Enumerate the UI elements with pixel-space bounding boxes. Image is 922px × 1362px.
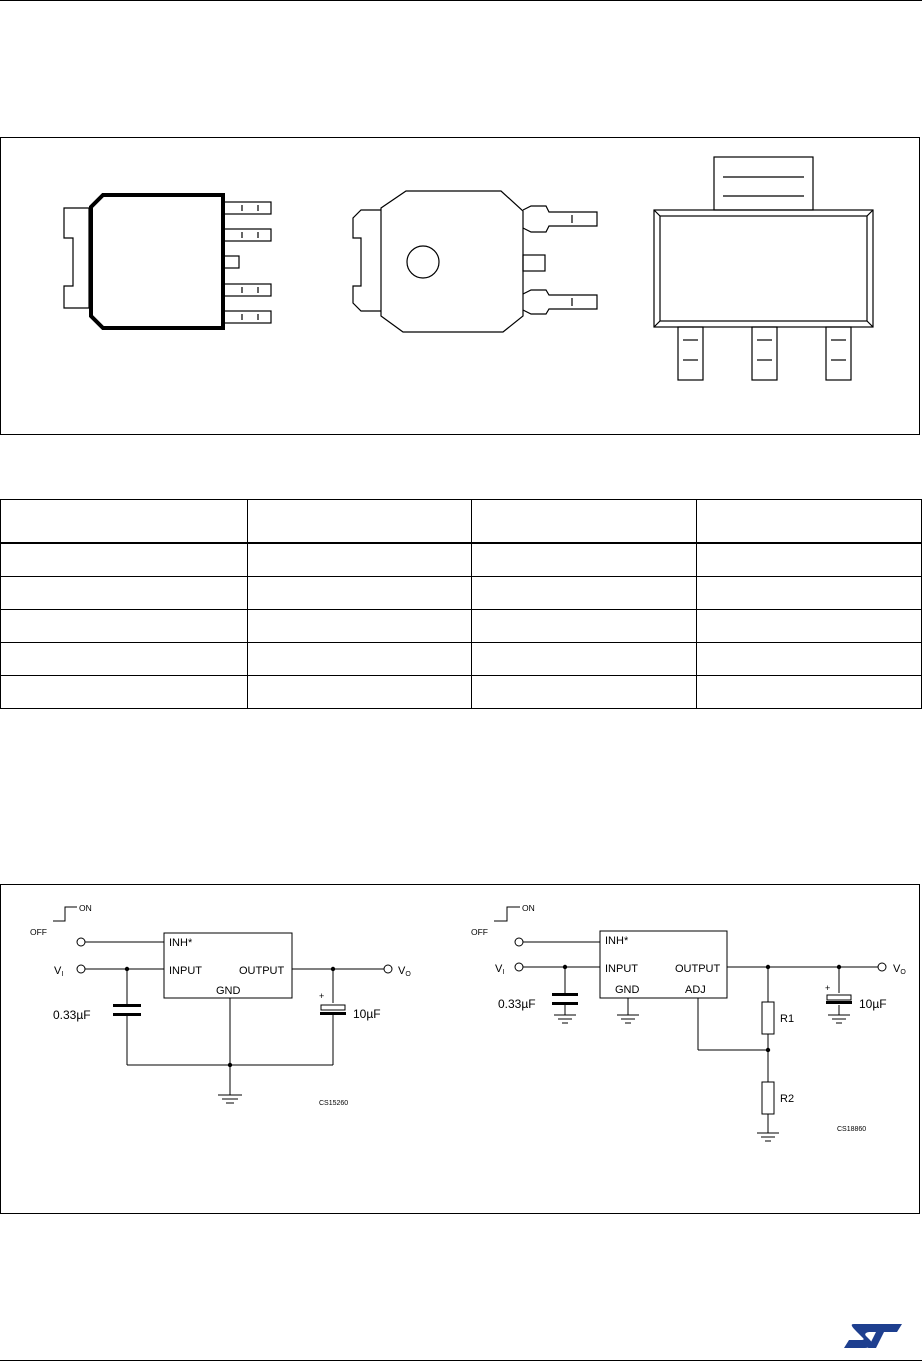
vo-label: VO [893,963,906,976]
table-header-row [0,499,922,544]
table-row [0,642,922,676]
gnd-pin-label: GND [216,985,241,997]
bottom-rule [0,1360,922,1361]
table-row [0,542,922,577]
output-capacitor-label: 10µF [859,997,887,1011]
pin-table [0,499,922,709]
adj-pin-label: ADJ [685,984,706,996]
input-capacitor-label: 0.33µF [53,1008,91,1022]
application-schematic-panel: OFF ON INH* INPUT OUTPUT GND VI VO 0.33µ… [0,884,920,1214]
package-sot223-outline [653,156,874,381]
package-dpak-outline [352,190,598,333]
input-pin-label: INPUT [605,963,638,975]
inh-pin-label: INH* [605,935,629,947]
vo-label: VO [398,965,411,978]
diagram-code-label: CS18860 [837,1126,866,1133]
inh-pin-label: INH* [169,937,193,949]
polarity-plus-label: + [825,983,830,993]
table-row [0,576,922,610]
off-label: OFF [30,927,47,937]
package-drawings-panel [0,137,920,435]
r2-label: R2 [780,1093,794,1105]
schematic-fixed-regulator: OFF ON INH* INPUT OUTPUT GND VI VO 0.33µ… [30,903,411,1107]
st-logo-icon [844,1324,902,1348]
schematic-adjustable-regulator: OFF ON INH* INPUT OUTPUT GND ADJ VI VO 0… [471,903,906,1142]
gnd-pin-label: GND [615,984,640,996]
off-label: OFF [471,927,488,937]
on-label: ON [522,903,535,913]
vi-label: VI [495,963,504,976]
top-rule [0,0,922,1]
vi-label: VI [54,965,63,978]
input-capacitor-label: 0.33µF [498,997,536,1011]
table-row [0,609,922,643]
output-capacitor-label: 10µF [353,1007,381,1021]
schematic-diagrams: OFF ON INH* INPUT OUTPUT GND VI VO 0.33µ… [30,903,906,1142]
r1-label: R1 [780,1013,794,1025]
package-ppak-outline [63,193,272,330]
diagram-code-label: CS15260 [319,1100,348,1107]
polarity-plus-label: + [319,991,324,1001]
on-label: ON [79,903,92,913]
input-pin-label: INPUT [169,965,202,977]
table-row [0,675,922,709]
output-pin-label: OUTPUT [675,963,721,975]
package-outlines [63,156,874,381]
output-pin-label: OUTPUT [239,965,285,977]
